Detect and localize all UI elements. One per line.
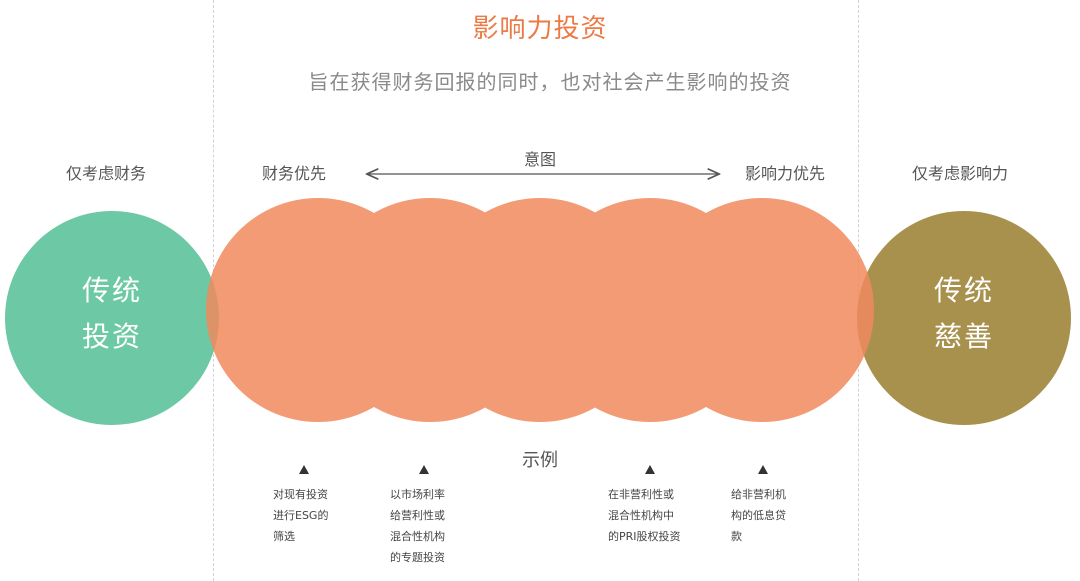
example-low-interest-loans: 给非营利机构的低息贷款 — [731, 488, 786, 543]
label-impact-first: 影响力优先 — [745, 164, 826, 183]
traditional-charity-circle — [857, 211, 1071, 425]
label-intent: 意图 — [523, 150, 556, 169]
impact-circle-5 — [650, 198, 874, 422]
traditional-investment-label: 传统 投资 — [81, 274, 142, 353]
example-thematic-investment: 以市场利率给营利性或混合性机构的专题投资 — [390, 488, 445, 564]
label-finance-only: 仅考虑财务 — [66, 164, 147, 183]
page-subtitle: 旨在获得财务回报的同时，也对社会产生影响的投资 — [308, 70, 792, 94]
pointer-triangle-icon — [299, 465, 309, 474]
label-impact-only: 仅考虑影响力 — [912, 164, 1009, 183]
pointer-triangle-icon — [419, 465, 429, 474]
label-examples: 示例 — [522, 450, 558, 471]
traditional-charity-label: 传统 慈善 — [933, 274, 994, 353]
pointer-triangle-icon — [645, 465, 655, 474]
page-title: 影响力投资 — [472, 14, 608, 44]
example-pri-equity: 在非营利性或混合性机构中的PRI股权投资 — [608, 488, 681, 543]
pointer-triangle-icon — [758, 465, 768, 474]
traditional-investment-circle — [5, 211, 219, 425]
example-esg-screening: 对现有投资进行ESG的筛选 — [273, 488, 329, 543]
label-finance-first: 财务优先 — [262, 164, 327, 183]
